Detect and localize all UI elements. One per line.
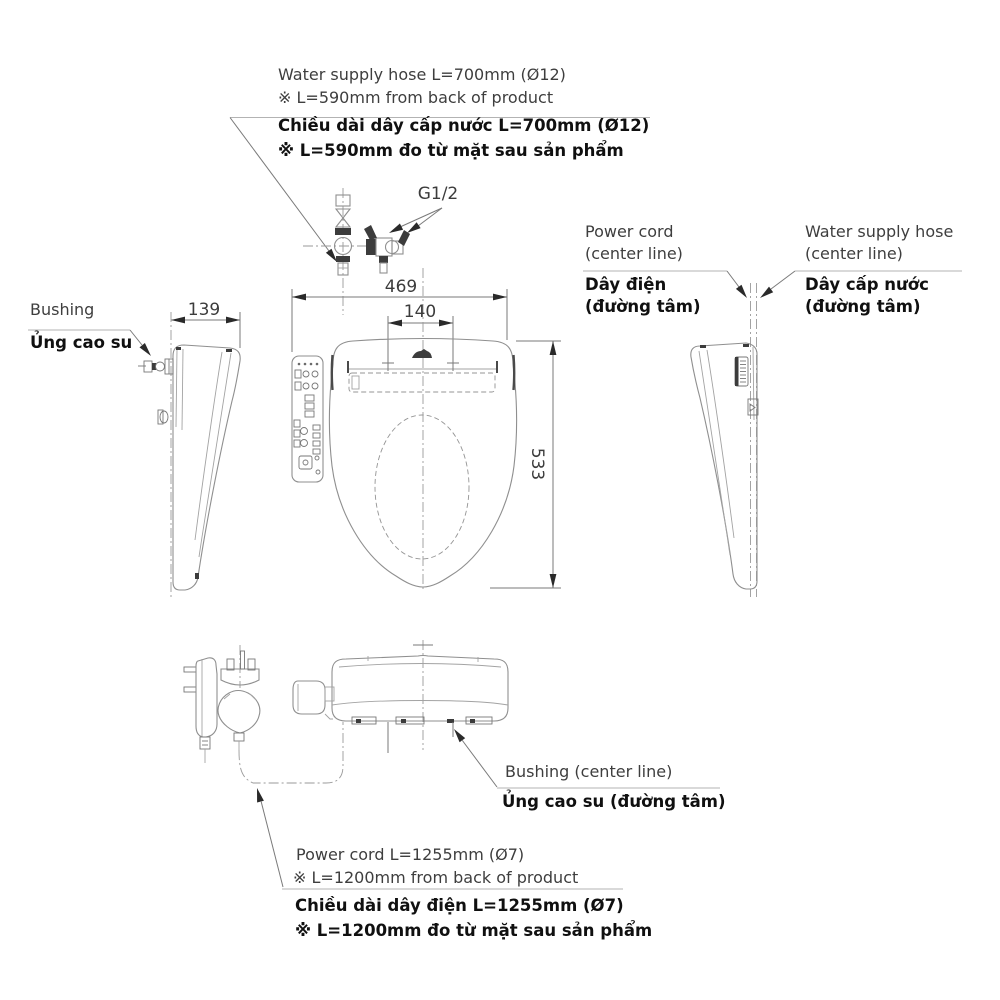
power-cord-label-en2: (center line) [585, 244, 683, 263]
power-cord-label-vi2: (đường tâm) [585, 297, 701, 316]
bushing-bottom-label-vi: Ủng cao su (đường tâm) [502, 792, 726, 811]
center-line-leaders [583, 270, 962, 298]
bushing-side-label-vi: Ủng cao su [30, 333, 133, 352]
water-hose-label-en1: Water supply hose [805, 222, 954, 241]
power-cord-note-en-line1: Power cord L=1255mm (Ø7) [296, 845, 525, 864]
connector-detail [747, 398, 759, 416]
power-cord-note-vi-line2: ※ L=1200mm đo từ mặt sau sản phẩm [295, 921, 653, 940]
power-cord-note-vi-line1: Chiều dài dây điện L=1255mm (Ø7) [295, 896, 624, 915]
thread-size-label: G1/2 [417, 184, 459, 204]
seat-opening [374, 414, 470, 560]
mounting-hole-marks [382, 355, 459, 371]
power-cord-label-en1: Power cord [585, 222, 674, 241]
power-plug-side-view [183, 657, 218, 763]
water-hose-note-vi-line1: Chiều dài dây cấp nước L=700mm (Ø12) [278, 116, 650, 135]
dimension-side-width [171, 312, 241, 348]
bushing-fitting [138, 358, 174, 375]
bushing-side-leader [28, 329, 151, 356]
control-panel [291, 355, 324, 483]
plan-view [291, 268, 518, 592]
t-valve-fitting [364, 225, 410, 274]
power-cord-label-vi1: Dây điện [585, 275, 667, 294]
dim-text-140: 140 [403, 302, 437, 322]
dim-text-533: 533 [527, 447, 547, 481]
dim-text-139: 139 [187, 300, 221, 320]
power-cord-note-en-line2: ※ L=1200mm from back of product [293, 868, 579, 887]
dimension-overall-width [291, 289, 508, 352]
dim-text-469: 469 [384, 277, 418, 297]
left-profile-view [138, 312, 241, 600]
g12-leader [389, 207, 443, 233]
dimension-hole-spacing [387, 316, 454, 356]
bushing-bottom-leader [454, 729, 720, 789]
rating-label [734, 356, 749, 387]
dimension-overall-depth [490, 340, 561, 589]
water-hose-note-en-line1: Water supply hose L=700mm (Ø12) [278, 65, 566, 84]
right-profile-view [690, 283, 759, 597]
power-plug-front-view [217, 645, 261, 750]
bushing-bottom-label-en: Bushing (center line) [505, 762, 673, 781]
water-hose-label-en2: (center line) [805, 244, 903, 263]
water-hose-note-en-line2: ※ L=590mm from back of product [278, 88, 554, 107]
water-hose-label-vi2: (đường tâm) [805, 297, 921, 316]
lid-center-detail [412, 349, 432, 358]
bushing-side-label-en: Bushing [30, 300, 95, 319]
bottom-view [183, 640, 509, 784]
water-supply-hose-fitting [303, 188, 374, 315]
water-hose-note-vi-line2: ※ L=590mm đo từ mặt sau sản phẩm [278, 141, 624, 160]
power-unit-box [292, 680, 335, 720]
power-cord-note-leader [257, 788, 623, 890]
water-hose-note-leader [229, 117, 650, 262]
power-cord-path [238, 722, 344, 784]
side-connector-bump [157, 409, 169, 425]
water-hose-label-vi1: Dây cấp nước [805, 275, 929, 294]
